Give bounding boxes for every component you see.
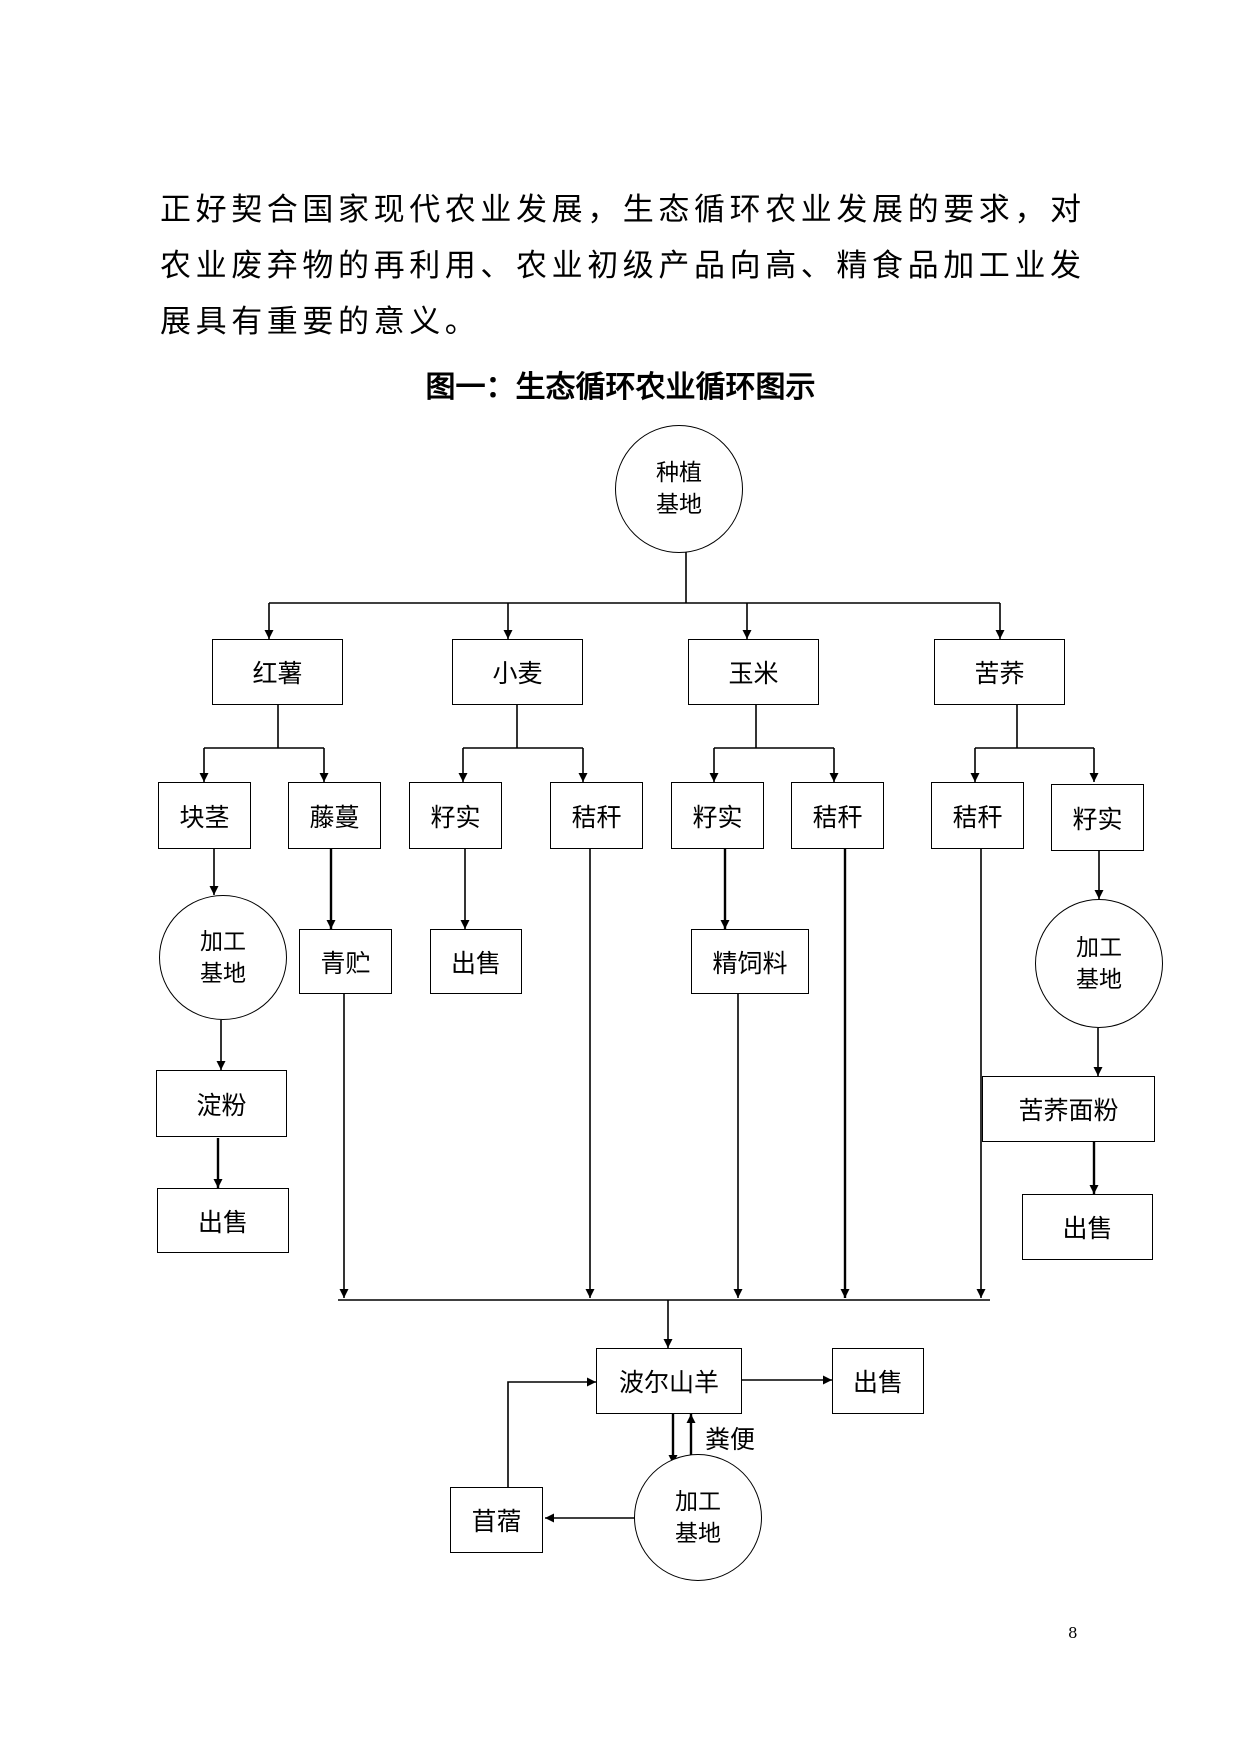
processing-base-bottom-node: 加工基地	[634, 1454, 762, 1581]
node-label-line: 种植	[656, 460, 702, 486]
node-label-line: 加工	[675, 1488, 721, 1515]
buckwheat-seed-node: 籽实	[1051, 784, 1144, 851]
processing-base-left-node: 加工基地	[159, 895, 287, 1020]
wheat-sale-node: 出售	[430, 929, 522, 994]
buckwheat-node: 苦荞	[934, 639, 1065, 705]
wheat-straw-node: 秸秆	[550, 782, 643, 849]
node-label-line: 基地	[200, 960, 246, 987]
tuber-node: 块茎	[158, 782, 251, 849]
corn-seed-node: 籽实	[671, 782, 764, 849]
starch-sale-node: 出售	[157, 1188, 289, 1253]
silage-node: 青贮	[299, 929, 392, 994]
node-label-line: 基地	[1076, 966, 1122, 993]
corn-straw-node: 秸秆	[791, 782, 884, 849]
node-label-line: 加工	[1076, 934, 1122, 961]
starch-node: 淀粉	[156, 1070, 287, 1137]
corn-node: 玉米	[688, 639, 819, 705]
wheat-seed-node: 籽实	[409, 782, 502, 849]
arrow-alfalfa-to-goat	[507, 1377, 596, 1487]
buckwheat-flour-node: 苦荞面粉	[982, 1076, 1155, 1142]
flour-sale-node: 出售	[1022, 1194, 1153, 1260]
vine-node: 藤蔓	[288, 782, 381, 849]
concentrate-feed-node: 精饲料	[691, 929, 809, 994]
sweet-potato-node: 红薯	[212, 639, 343, 705]
planting-base-node: 种植基地	[615, 425, 743, 553]
processing-base-right-node: 加工基地	[1035, 899, 1163, 1028]
goat-sale-node: 出售	[832, 1348, 924, 1414]
node-label-line: 基地	[656, 492, 702, 518]
figure-title: 图一：生态循环农业循环图示	[425, 370, 816, 405]
node-label-line: 基地	[675, 1520, 721, 1547]
alfalfa-node: 苜蓿	[450, 1487, 543, 1553]
body-paragraph: 正好契合国家现代农业发展，生态循环农业发展的要求，对农业废弃物的再利用、农业初级…	[160, 192, 1086, 340]
buckwheat-straw-node: 秸秆	[931, 782, 1024, 849]
wheat-node: 小麦	[452, 639, 583, 705]
page-number: 8	[1068, 1624, 1078, 1642]
boer-goat-node: 波尔山羊	[596, 1348, 742, 1414]
manure-label: 粪便	[705, 1425, 756, 1454]
node-label-line: 加工	[200, 928, 246, 955]
